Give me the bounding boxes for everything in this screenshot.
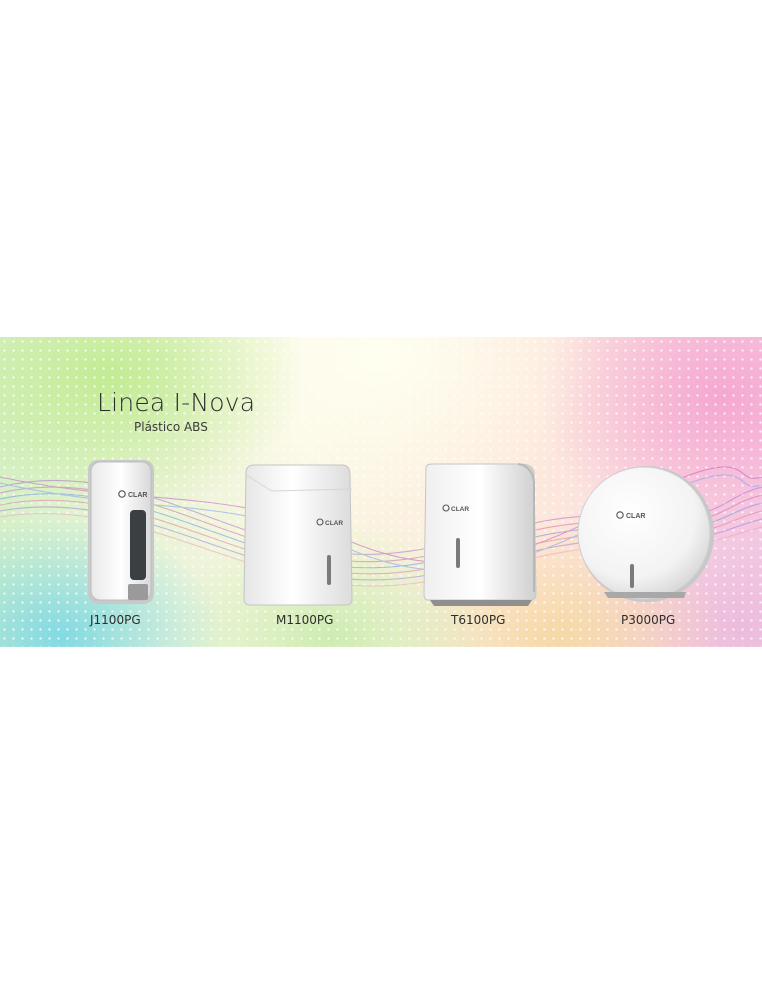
soap-dispenser-icon: CLAR [88,460,154,604]
product-label-1: J1100PG [90,613,141,627]
svg-text:CLAR: CLAR [325,520,343,527]
paper-towel-dispenser-icon: CLAR [243,464,353,606]
toilet-roll-dispenser-icon: CLAR [577,466,714,602]
page-subtitle: Plástico ABS [134,420,208,434]
product-label-3: T6100PG [451,613,506,627]
product-label-2: M1100PG [276,613,334,627]
svg-text:CLAR: CLAR [626,513,645,520]
folded-towel-dispenser-icon: CLAR [423,463,537,606]
svg-text:CLAR: CLAR [128,492,147,499]
page-title: Linea I-Nova [97,388,256,417]
svg-text:CLAR: CLAR [451,506,469,513]
product-label-4: P3000PG [621,613,676,627]
